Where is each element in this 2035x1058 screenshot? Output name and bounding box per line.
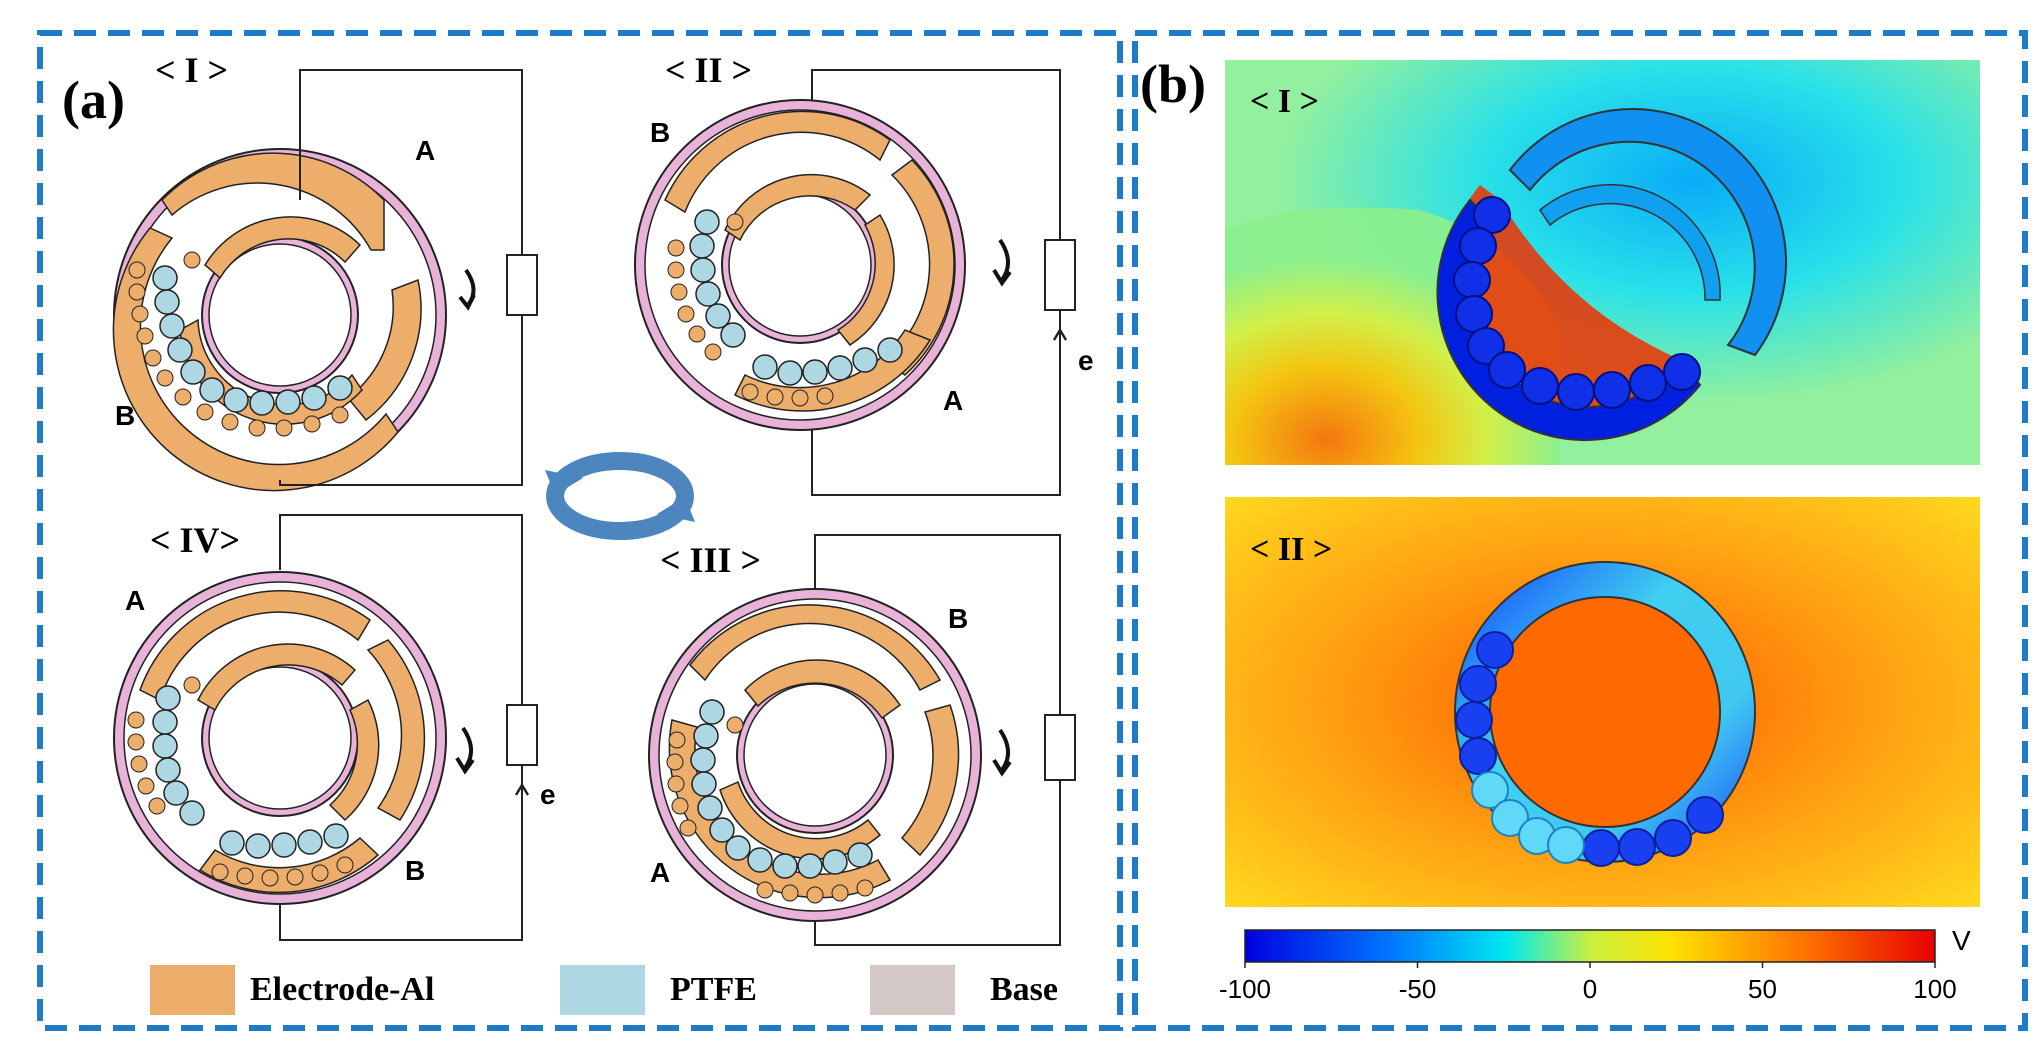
port-b-label: B xyxy=(115,400,135,431)
svg-text:B: B xyxy=(405,855,425,886)
colorbar-tick-label: 0 xyxy=(1583,974,1597,1004)
colorbar-unit: V xyxy=(1952,925,1971,956)
state-3-diagram: < III > B A xyxy=(648,534,1076,946)
legend-label-electrode: Electrode-Al xyxy=(250,971,434,1008)
colorbar-tick-label: -50 xyxy=(1399,974,1437,1004)
state-3-label: < III > xyxy=(660,540,761,580)
state-4-label: < IV> xyxy=(150,520,240,560)
ptfe-balls xyxy=(152,265,353,416)
svg-text:A: A xyxy=(650,857,670,888)
load-resistor xyxy=(506,254,538,316)
legend-label-base: Base xyxy=(990,971,1058,1008)
colorbar: V -100 -50 0 50 100 xyxy=(1219,925,1971,1004)
current-arrow-icon xyxy=(1052,327,1068,341)
svg-text:e: e xyxy=(540,779,556,810)
colorbar-tick-label: 100 xyxy=(1913,974,1956,1004)
panel-a-frame xyxy=(37,30,1123,1031)
rotation-arrow-icon xyxy=(458,268,476,311)
outer-electrode-b xyxy=(112,227,399,492)
legend-label-ptfe: PTFE xyxy=(670,971,757,1008)
svg-text:B: B xyxy=(948,603,968,634)
legend: Electrode-Al PTFE Base xyxy=(150,965,1058,1015)
inner-core xyxy=(1489,596,1721,828)
legend-swatch-electrode xyxy=(150,965,235,1015)
circuit-wire xyxy=(279,69,523,486)
state-1-label: < I > xyxy=(155,50,228,90)
map-2-label: < II > xyxy=(1250,531,1332,568)
colorbar-gradient xyxy=(1244,929,1936,963)
current-label: e xyxy=(1078,345,1094,376)
state-2-diagram: < II > e B A xyxy=(634,50,1094,496)
state-2-label: < II > xyxy=(665,50,752,90)
svg-text:B: B xyxy=(650,117,670,148)
potential-map-2: < II > xyxy=(1225,497,1980,907)
state-1-diagram: < I > A B xyxy=(112,50,538,492)
outer-electrode-a xyxy=(161,152,385,251)
colorbar-tick-label: 50 xyxy=(1748,974,1777,1004)
panel-a-label: (a) xyxy=(62,70,125,130)
panel-b-frame xyxy=(1132,30,2028,1031)
state-4-diagram: < IV> e A B xyxy=(113,514,556,941)
svg-text:A: A xyxy=(943,385,963,416)
colorbar-tick-label: -100 xyxy=(1219,974,1271,1004)
svg-text:A: A xyxy=(125,585,145,616)
potential-map-1: < I > xyxy=(1225,60,1980,465)
legend-swatch-ptfe xyxy=(560,965,645,1015)
panel-b-label: (b) xyxy=(1140,54,1206,114)
charges-plus xyxy=(128,251,349,437)
port-a-label: A xyxy=(415,135,435,166)
map-1-label: < I > xyxy=(1250,83,1319,120)
legend-swatch-base xyxy=(870,965,955,1015)
colorbar-ticks: -100 -50 0 50 100 xyxy=(1219,962,1957,1004)
cycle-arrows-icon xyxy=(545,452,695,540)
